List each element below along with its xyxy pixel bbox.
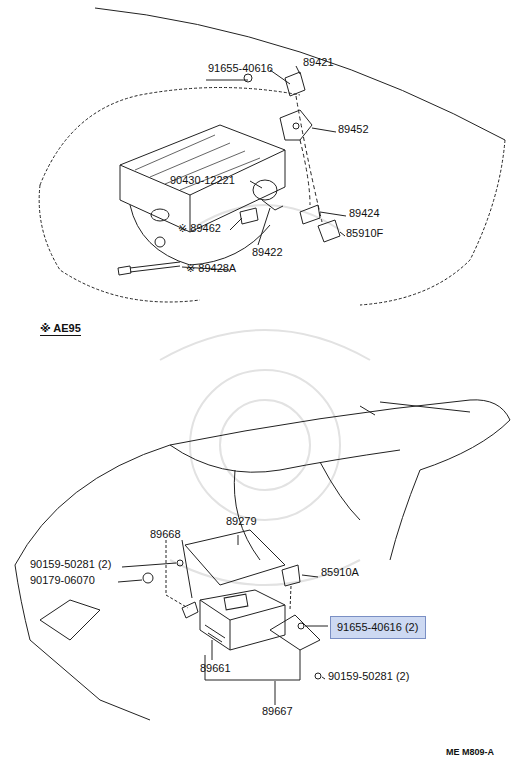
part-number: 91655-40616	[208, 62, 273, 75]
part-number: 89424	[349, 207, 380, 220]
part-number: 89279	[226, 515, 257, 528]
part-number: 89452	[338, 123, 369, 136]
part-number: ME M809-A	[446, 746, 494, 759]
part-number: 85910F	[346, 227, 383, 240]
dashboard	[15, 400, 510, 720]
part-number: 90159-50281 (2)	[30, 558, 111, 571]
part-number: 91655-40616 (2)	[337, 621, 419, 634]
part-number: ※ 89462	[178, 222, 221, 235]
part-number: 90159-50281 (2)	[328, 670, 409, 683]
part-number: 89667	[262, 705, 293, 718]
part-number: 89668	[150, 528, 181, 541]
part-number: 90179-06070	[30, 574, 95, 587]
watermark	[160, 205, 370, 585]
part-number: 89661	[200, 662, 231, 675]
part-number: ※ AE95	[40, 322, 81, 336]
engine-bay	[39, 8, 505, 305]
part-number: 90430-12221	[170, 174, 235, 187]
part-number: 89421	[303, 56, 334, 69]
part-number: 89422	[252, 246, 283, 259]
highlighted-part-box: 91655-40616 (2)	[330, 616, 426, 639]
part-number: ※ 89428A	[186, 262, 236, 275]
part-number: 85910A	[321, 566, 359, 579]
